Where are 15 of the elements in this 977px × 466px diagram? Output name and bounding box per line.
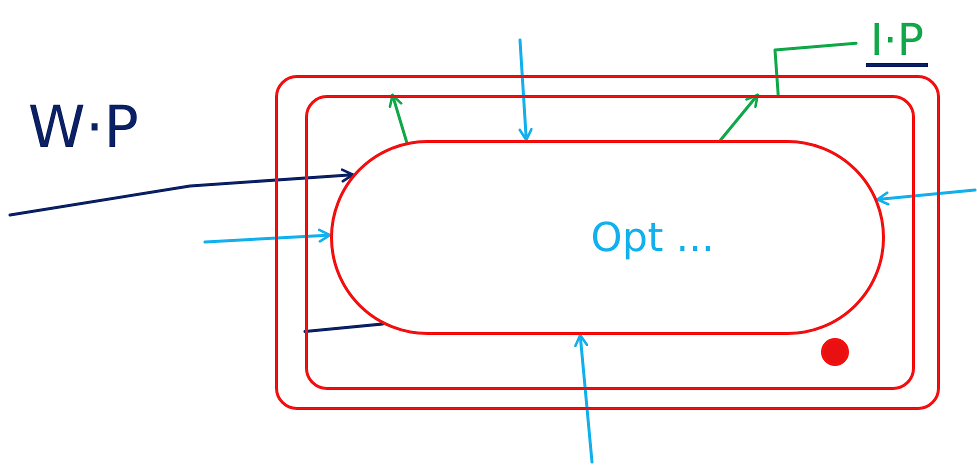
connector-line [304,322,384,333]
arrow [204,228,332,244]
dot-mark [821,338,849,366]
arrow [876,188,976,206]
handwritten-label: W·P [28,98,139,156]
oval-text: Opt ... [590,214,714,260]
arrow [518,38,533,142]
rounded-frame [275,75,940,410]
arrow [8,168,354,216]
rounded-frame [305,95,915,390]
connector-line [774,42,858,96]
arrow [574,334,594,464]
tag-text: I·P [866,19,928,67]
arrow [719,94,760,142]
arrow [388,94,408,144]
